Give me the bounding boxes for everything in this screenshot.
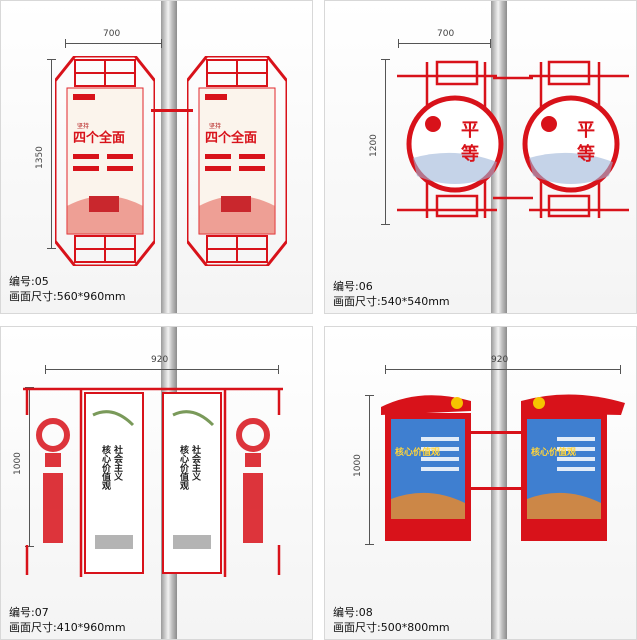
mounting-arm [151,109,193,112]
product-panel-08: 920 1000 核心价值观 核心价值观 编号:08 画面尺寸:500*800m… [324,326,637,640]
print-size: 画面尺寸:500*800mm [333,621,450,634]
height-dimension-line [365,395,374,545]
product-panel-05: 700 1350 坚持 四个全面 坚持 四个全面 编号:05 画面尺寸:560*… [0,0,313,314]
print-size: 画面尺寸:410*960mm [9,621,126,634]
width-dimension-line [65,39,162,48]
height-dimension: 1350 [35,146,45,169]
panel-caption: 编号:06 画面尺寸:540*540mm [333,279,450,309]
lamp-pole [161,1,177,313]
sign-heading: 四个全面 [205,130,257,146]
height-dimension-line [381,59,390,225]
sign-frame: 社会主义 核心价值观 社会主义 核心价值观 [23,387,283,577]
sign-heading-char-1: 平 [461,120,479,141]
product-code: 编号:07 [9,606,49,619]
sign-heading-char-2: 等 [577,143,595,165]
print-size: 画面尺寸:540*540mm [333,295,450,308]
width-dimension: 920 [151,355,169,365]
width-dimension: 920 [491,355,509,365]
height-dimension-line [25,387,34,547]
sign-pretitle: 坚持 [77,122,89,130]
sign-heading-char-1: 平 [577,120,595,141]
height-dimension-line [47,59,56,249]
height-dimension: 1000 [13,452,23,475]
sign-heading: 核心价值观 [395,446,440,458]
width-dimension-line [398,39,491,48]
sign-left: 坚持 四个全面 [55,56,155,266]
sign-right: 坚持 四个全面 [187,56,287,266]
product-panel-07: 920 1000 社会主义 核心价值观 社会主义 核心价值观 编号:07 画面尺… [0,326,313,640]
width-dimension: 700 [103,29,121,39]
sign-frame: 平 等 平 等 [397,60,629,218]
height-dimension: 1200 [369,134,379,157]
sign-column-2: 核心价值观 [178,444,189,491]
sign-column-2: 核心价值观 [100,444,111,491]
sign-pretitle: 坚持 [209,122,221,130]
sign-heading-char-2: 等 [461,143,479,165]
sign-column-1: 社会主义 [190,444,202,481]
sign-heading: 四个全面 [73,130,125,146]
product-code: 编号:08 [333,606,373,619]
width-dimension: 700 [437,29,455,39]
height-dimension: 1000 [353,454,363,477]
product-code: 编号:06 [333,280,373,293]
width-dimension-line [45,365,279,374]
product-code: 编号:05 [9,275,49,288]
width-dimension-line [385,365,621,374]
panel-caption: 编号:05 画面尺寸:560*960mm [9,274,126,304]
panel-caption: 编号:08 画面尺寸:500*800mm [333,605,450,635]
sign-heading: 核心价值观 [531,446,576,458]
panel-caption: 编号:07 画面尺寸:410*960mm [9,605,126,635]
sign-column-1: 社会主义 [112,444,124,481]
product-panel-06: 700 1200 平 等 平 等 编号:06 画面尺寸:540*540mm [324,0,637,314]
lamp-pole [491,327,507,639]
print-size: 画面尺寸:560*960mm [9,290,126,303]
sign-frame: 核心价值观 核心价值观 [381,394,625,541]
